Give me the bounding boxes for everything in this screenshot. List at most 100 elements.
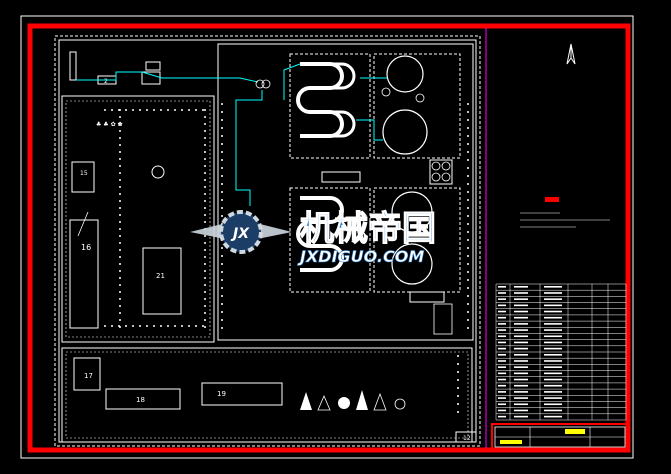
legend-cell-text-mark <box>544 409 562 412</box>
landscape-dot <box>221 143 223 145</box>
landscape-dot <box>457 379 459 381</box>
landscape-dot <box>119 221 121 223</box>
landscape-dot <box>167 325 169 327</box>
landscape-dot <box>467 175 469 177</box>
landscape-dot <box>204 137 206 139</box>
landscape-dot <box>174 109 176 111</box>
landscape-dot <box>467 143 469 145</box>
landscape-dot <box>204 172 206 174</box>
landscape-dot <box>204 305 206 307</box>
landscape-dot <box>204 186 206 188</box>
tree-icon <box>373 392 387 411</box>
landscape-dot <box>188 109 190 111</box>
landscape-dot <box>119 123 121 125</box>
legend-cell-text-mark <box>544 298 562 300</box>
landscape-dot <box>139 325 141 327</box>
landscape-dot <box>457 371 459 373</box>
landscape-dot <box>467 207 469 209</box>
landscape-dot <box>119 228 121 230</box>
disinfection-tank <box>409 291 445 303</box>
landscape-dot <box>119 242 121 244</box>
watermark-logo-letter: JX <box>230 226 250 242</box>
landscape-dot <box>467 111 469 113</box>
thickener-1 <box>431 161 441 171</box>
legend-cell-text-mark <box>544 391 562 393</box>
landscape-dot <box>204 200 206 202</box>
tree-icon <box>356 390 368 410</box>
landscape-dot <box>221 271 223 273</box>
landscape-dot <box>467 223 469 225</box>
inlet-pipe <box>76 71 259 83</box>
building-16-label: 16 <box>81 243 91 252</box>
legend-cell-text-mark <box>544 397 562 399</box>
landscape-dot <box>221 215 223 217</box>
legend-cell-text-mark <box>498 298 506 300</box>
landscape-dot <box>467 191 469 193</box>
landscape-dot <box>467 119 469 121</box>
landscape-dot <box>125 325 127 327</box>
landscape-dot <box>204 249 206 251</box>
tree-icon <box>300 392 312 410</box>
distribution-well <box>255 79 265 89</box>
landscape-dot <box>467 239 469 241</box>
landscape-dot <box>221 175 223 177</box>
landscape-dot <box>457 403 459 405</box>
landscape-dot <box>457 387 459 389</box>
inlet-channel <box>69 51 77 81</box>
landscape-dot <box>204 263 206 265</box>
landscape-dot <box>125 109 127 111</box>
legend-cell-text-mark <box>544 286 562 288</box>
landscape-dot <box>467 151 469 153</box>
landscape-dot <box>221 127 223 129</box>
clarifier-well-2 <box>415 93 425 103</box>
landscape-dot <box>204 284 206 286</box>
landscape-dot <box>467 327 469 329</box>
legend-cell-text-mark <box>498 335 506 338</box>
landscape-dot <box>221 207 223 209</box>
legend-cell-text-mark <box>498 415 506 418</box>
screen-house <box>141 71 161 85</box>
landscape-dot <box>204 193 206 195</box>
landscape-dot <box>221 159 223 161</box>
landscape-dot <box>467 159 469 161</box>
landscape-dot <box>467 103 469 105</box>
landscape-dot <box>167 109 169 111</box>
landscape-dot <box>467 303 469 305</box>
legend-cell-text-mark <box>514 372 528 375</box>
legend-cell-text-mark <box>544 354 562 356</box>
clarifier-area-top <box>373 53 461 159</box>
landscape-dot <box>146 325 148 327</box>
landscape-dot <box>204 151 206 153</box>
landscape-dot <box>119 130 121 132</box>
legend-cell-text-mark <box>514 366 528 368</box>
landscape-dot <box>132 325 134 327</box>
landscape-dot <box>221 279 223 281</box>
legend-cell-text-mark <box>498 286 506 288</box>
tree-icon <box>394 398 406 410</box>
legend-cell-text-mark <box>514 316 528 319</box>
landscape-dot <box>160 109 162 111</box>
landscape-dot <box>221 167 223 169</box>
building-19-label: 19 <box>217 390 226 398</box>
landscape-dot <box>153 325 155 327</box>
legend-cell-text-mark <box>514 378 528 381</box>
legend-cell-text-mark <box>498 354 506 356</box>
legend-cell-text-mark <box>514 335 528 338</box>
legend-cell-text-mark <box>544 347 562 350</box>
legend-cell-text-mark <box>498 323 506 325</box>
landscape-dot <box>204 298 206 300</box>
watermark-chinese: 机械帝国 <box>300 209 436 249</box>
landscape-dot <box>174 325 176 327</box>
legend-cell-text-mark <box>498 409 506 412</box>
bottom-block-green <box>65 351 469 439</box>
landscape-dot <box>118 109 120 111</box>
landscape-dot <box>119 200 121 202</box>
landscape-dot <box>204 158 206 160</box>
building-16 <box>69 219 99 329</box>
landscape-dot <box>467 127 469 129</box>
main-gate <box>455 431 477 443</box>
tree-icon <box>317 394 331 411</box>
landscape-dot <box>204 123 206 125</box>
outer-frame <box>20 15 634 459</box>
legend-cell-text-mark <box>498 403 506 406</box>
